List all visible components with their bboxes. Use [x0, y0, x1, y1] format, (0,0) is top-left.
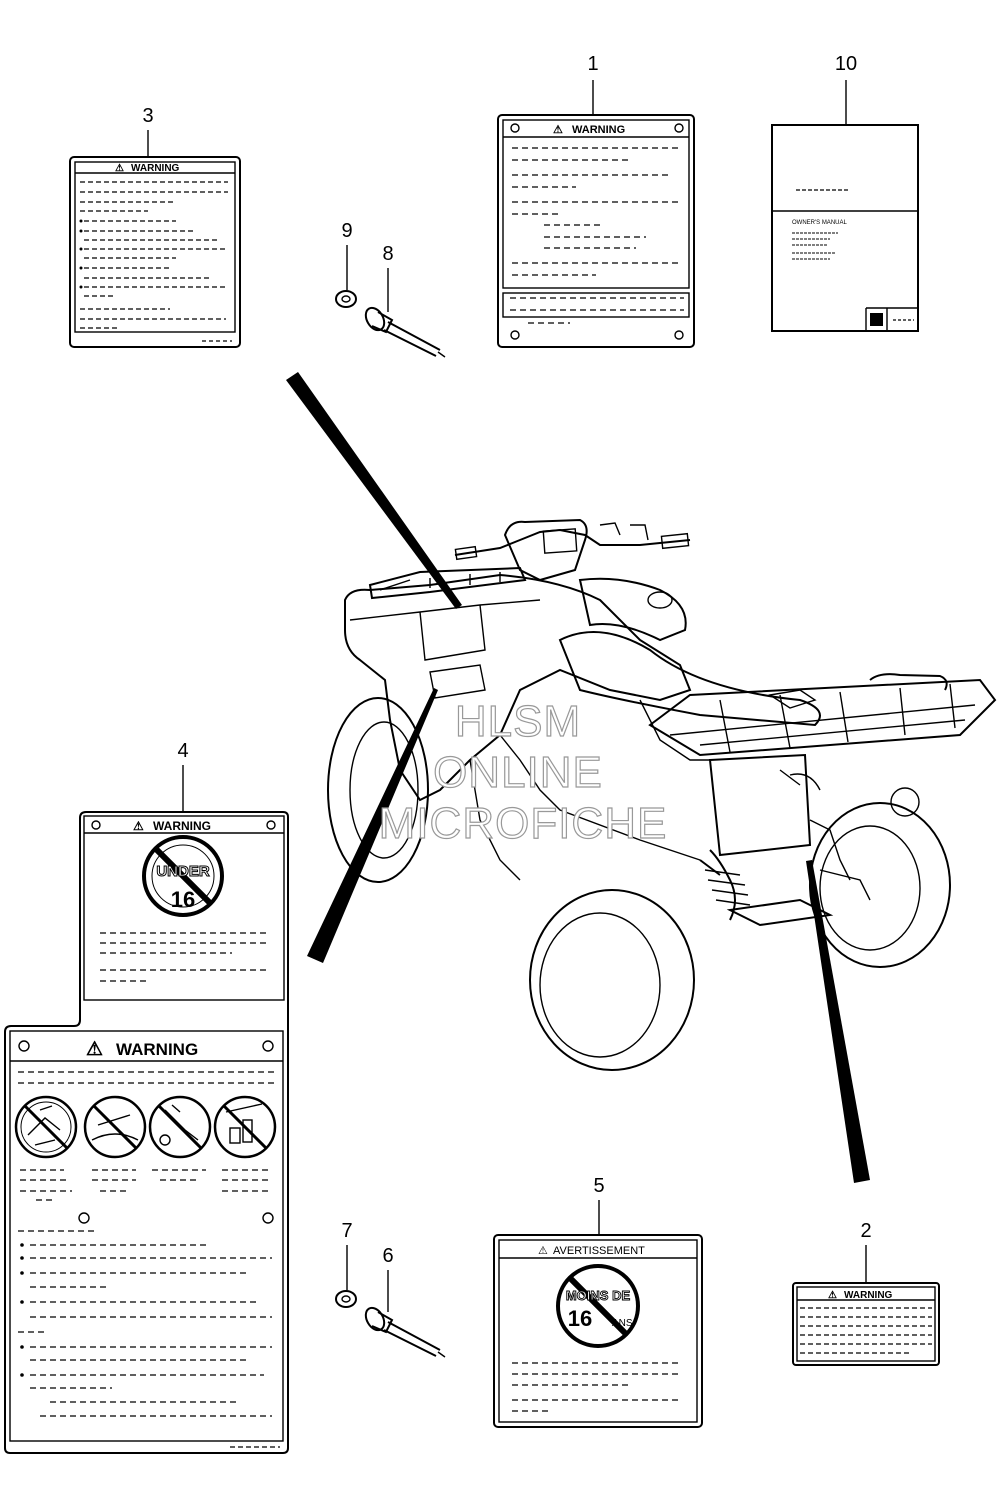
part-1-warning-text: WARNING [572, 124, 625, 136]
moins-de-text: MOINS DE [566, 1288, 631, 1303]
part-5-sixteen-text: 16 [568, 1306, 592, 1331]
under-16-sign: UNDER 16 [142, 835, 224, 917]
part-9-washer: 9 [335, 220, 357, 308]
under-text: UNDER [156, 863, 210, 880]
callout-10: 10 [835, 53, 857, 75]
part-5-avertissement-label: 5 ⚠ AVERTISSEMENT MOINS DE 16 ANS [493, 1175, 703, 1428]
part-3-warning-label: 3 ⚠ WARNING [69, 105, 241, 348]
sixteen-text: 16 [171, 887, 195, 912]
atv-illustration [327, 518, 997, 1071]
prohibition-icons [14, 1095, 277, 1159]
suzuki-logo-icon [870, 313, 883, 326]
no-passenger-icon [14, 1095, 78, 1159]
part-10-owners-manual: 10 OWNER'S MANUAL [771, 53, 919, 332]
callout-4: 4 [177, 740, 188, 762]
callout-8: 8 [382, 243, 393, 265]
watermark-line-3: MICROFICHE [379, 799, 668, 848]
pointer-line-lower-left [307, 688, 438, 963]
part-4-main-warning-symbol: ⚠ [86, 1039, 103, 1060]
pointer-line-right [806, 860, 870, 1183]
part-1-warning-label: 1 ⚠ WARNING [497, 53, 695, 348]
ans-text: ANS [612, 1318, 633, 1329]
part-2-warning-label: 2 ⚠ WARNING [792, 1220, 940, 1366]
watermark: HLSM ONLINE MICROFICHE [378, 696, 668, 848]
part-4-top-warning-symbol: ⚠ [133, 819, 144, 833]
no-alcohol-drugs-icon [213, 1095, 277, 1159]
part-4-top-warning-text: WARNING [153, 819, 211, 833]
pointer-line-left [286, 372, 462, 609]
part-6-rivet: 6 [364, 1245, 446, 1358]
part-4-warning-label: 4 ⚠ WARNING UNDER 16 ⚠ WARNING [4, 740, 289, 1454]
callout-9: 9 [341, 220, 352, 242]
part-3-warning-symbol: ⚠ [115, 163, 124, 174]
no-paved-road-icon [83, 1095, 147, 1159]
part-7-washer: 7 [335, 1220, 357, 1308]
moins-de-16-ans-sign: MOINS DE 16 ANS [556, 1264, 640, 1348]
callout-7: 7 [341, 1220, 352, 1242]
watermark-line-2: ONLINE [433, 748, 603, 797]
part-8-rivet: 8 [364, 243, 446, 358]
part-4-main-warning-text: WARNING [116, 1040, 198, 1059]
callout-1: 1 [587, 53, 598, 75]
part-2-warning-text: WARNING [844, 1290, 893, 1301]
part-5-avertissement-text: AVERTISSEMENT [553, 1245, 645, 1257]
part-2-warning-symbol: ⚠ [828, 1290, 837, 1301]
callout-3: 3 [142, 105, 153, 127]
callout-2: 2 [860, 1220, 871, 1242]
owners-manual-title: OWNER'S MANUAL [792, 220, 847, 226]
part-1-warning-symbol: ⚠ [553, 124, 563, 136]
callout-5: 5 [593, 1175, 604, 1197]
no-reckless-riding-icon [148, 1095, 212, 1159]
watermark-line-1: HLSM [455, 697, 581, 746]
callout-6: 6 [382, 1245, 393, 1267]
part-5-warning-symbol: ⚠ [538, 1245, 548, 1257]
part-3-warning-text: WARNING [131, 163, 180, 174]
